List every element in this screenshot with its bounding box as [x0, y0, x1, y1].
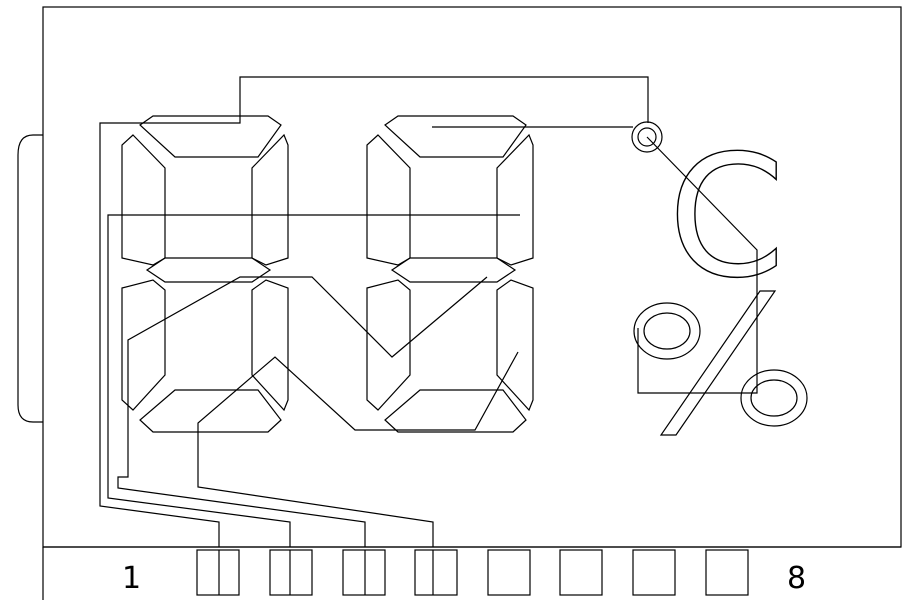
digit-1-seg-c — [251, 279, 289, 412]
wiring-traces — [99, 76, 758, 547]
pin-4 — [342, 549, 386, 596]
percent-lower-ring-outer — [740, 369, 808, 427]
connector-tab — [17, 134, 43, 423]
digit-2-seg-f — [366, 134, 411, 266]
trace-pin2 — [99, 76, 649, 547]
digit-2-seg-a — [384, 115, 527, 158]
pin-strip: 1 8 — [122, 549, 806, 596]
degree-inner-ring — [637, 127, 657, 147]
trace-pin3 — [107, 214, 520, 547]
digit-1-seg-a — [139, 115, 282, 158]
digit-1-seg-b — [251, 133, 289, 266]
trace-pin5 — [197, 351, 519, 547]
degree-outer-ring — [631, 121, 663, 153]
digit-2-seg-c — [496, 279, 534, 412]
digit-1-seg-f — [121, 134, 166, 266]
digit-1-seg-d — [139, 389, 282, 433]
pin-label-last: 8 — [787, 561, 806, 596]
digit-2-seg-d — [384, 389, 527, 433]
trace-degree-diag — [637, 136, 758, 394]
celsius-symbol: C — [668, 119, 785, 315]
digit-2-seg-g — [390, 257, 517, 283]
percent-slash — [659, 290, 777, 436]
pin-8-pad-a — [632, 549, 676, 596]
pin-label-first: 1 — [122, 561, 141, 596]
trace-pin4 — [117, 276, 488, 547]
digit-1-seg-g — [145, 257, 272, 283]
pin-6 — [487, 549, 531, 596]
pin-5 — [414, 549, 458, 596]
digit-2 — [366, 115, 534, 433]
percent-lower-ring-inner — [750, 379, 798, 417]
digit-2-seg-e — [366, 279, 411, 411]
pin-8-pad-b — [705, 549, 749, 596]
digit-2-seg-b — [496, 133, 534, 266]
digit-1-seg-e — [121, 279, 166, 411]
digit-1 — [121, 115, 289, 433]
pin-7 — [559, 549, 603, 596]
percent-upper-ring-inner — [643, 312, 691, 350]
pin-2 — [196, 549, 240, 596]
degree-symbol — [631, 121, 663, 153]
pin-3 — [269, 549, 313, 596]
percent-upper-ring-outer — [633, 302, 701, 360]
percent-symbol — [633, 290, 808, 436]
